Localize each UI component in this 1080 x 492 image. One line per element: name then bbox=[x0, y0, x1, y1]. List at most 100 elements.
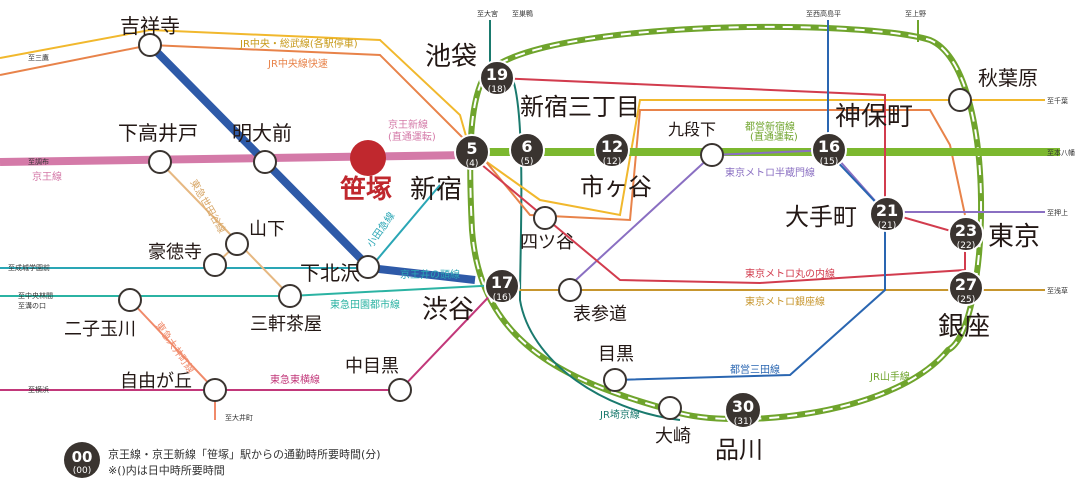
svg-text:至大宮: 至大宮 bbox=[477, 9, 498, 18]
svg-text:至成城学園前: 至成城学園前 bbox=[8, 263, 50, 272]
svg-text:(21): (21) bbox=[878, 221, 896, 231]
label-line-yamanote: JR山手線 bbox=[869, 370, 910, 383]
marker-ikebukuro[interactable]: 19 (18) bbox=[479, 60, 515, 96]
dot-sasazuka-origin[interactable] bbox=[350, 140, 386, 176]
legend: 00 (00) 京王線・京王新線「笹塚」駅からの通勤時所要時間(分) ※()内は… bbox=[64, 442, 381, 478]
dot-osaki[interactable] bbox=[658, 396, 682, 420]
dot-shimotakaido[interactable] bbox=[148, 150, 172, 174]
dot-kichijoji[interactable] bbox=[138, 33, 162, 57]
svg-text:至三鷹: 至三鷹 bbox=[28, 53, 49, 62]
label-kichijoji: 吉祥寺 bbox=[120, 14, 180, 38]
yamanote-line bbox=[467, 23, 984, 423]
svg-text:17: 17 bbox=[491, 273, 513, 292]
svg-text:至浅草: 至浅草 bbox=[1047, 286, 1068, 295]
label-jimbocho: 神保町 bbox=[835, 102, 913, 132]
label-yotsuya: 四ツ谷 bbox=[520, 232, 574, 253]
svg-text:至押上: 至押上 bbox=[1047, 208, 1068, 217]
dot-futakotamagawa[interactable] bbox=[118, 288, 142, 312]
dot-nakameguro[interactable] bbox=[388, 378, 412, 402]
marker-shibuya[interactable]: 17 (16) bbox=[484, 268, 520, 304]
label-futakotamagawa: 二子玉川 bbox=[64, 319, 136, 340]
saikyo-line bbox=[495, 65, 681, 421]
label-line-inokashira: 京王井の頭線 bbox=[400, 268, 460, 281]
label-line-keio-new: 京王新線 bbox=[388, 118, 428, 131]
svg-text:23: 23 bbox=[955, 221, 977, 240]
dot-meguro[interactable] bbox=[603, 368, 627, 392]
line-mita bbox=[614, 20, 886, 381]
line-marunouchi bbox=[469, 77, 966, 285]
svg-text:至大井町: 至大井町 bbox=[225, 413, 253, 422]
svg-text:6: 6 bbox=[521, 137, 532, 156]
label-meidaimae: 明大前 bbox=[232, 121, 292, 145]
label-line-keio-new-sub: (直通運転) bbox=[388, 130, 436, 143]
line-chuo-local bbox=[0, 28, 1045, 217]
label-nakameguro: 中目黒 bbox=[345, 356, 399, 377]
station-dots bbox=[118, 33, 972, 420]
marker-tokyo[interactable]: 23 (22) bbox=[948, 216, 984, 252]
legend-line-2: ※()内は日中時所要時間 bbox=[108, 463, 225, 477]
svg-text:19: 19 bbox=[486, 65, 508, 84]
dot-kudanshita[interactable] bbox=[700, 143, 724, 167]
svg-text:至千葉: 至千葉 bbox=[1047, 96, 1068, 105]
svg-text:12: 12 bbox=[601, 137, 623, 156]
label-line-ginza: 東京メトロ銀座線 bbox=[745, 295, 825, 308]
label-yamashita: 山下 bbox=[249, 219, 285, 240]
label-line-chuo-rapid: JR中央線快速 bbox=[267, 57, 328, 70]
marker-shinagawa[interactable]: 30 (31) bbox=[724, 391, 762, 429]
label-line-oimachi: 東急大井町線 bbox=[153, 319, 198, 376]
label-shinagawa: 品川 bbox=[715, 436, 763, 464]
label-line-denentoshi: 東急田園都市線 bbox=[330, 298, 400, 311]
label-shibuya: 渋谷 bbox=[422, 295, 474, 325]
label-line-mita: 都営三田線 bbox=[730, 363, 780, 376]
label-tokyo: 東京 bbox=[988, 222, 1040, 252]
line-oimachi bbox=[129, 299, 216, 420]
svg-text:(15): (15) bbox=[820, 157, 838, 167]
dot-akihabara[interactable] bbox=[948, 88, 972, 112]
label-line-odakyu: 小田急線 bbox=[364, 209, 398, 249]
line-inokashira bbox=[0, 184, 441, 269]
dot-gotokuji[interactable] bbox=[203, 253, 227, 277]
dot-omotesando[interactable] bbox=[558, 278, 582, 302]
svg-text:(31): (31) bbox=[734, 417, 752, 427]
label-omotesando: 表参道 bbox=[573, 304, 627, 325]
svg-text:至上野: 至上野 bbox=[905, 9, 926, 18]
marker-shinjuku-sanchome[interactable]: 6 (5) bbox=[509, 132, 545, 168]
label-line-hanzomon: 東京メトロ半蔵門線 bbox=[725, 166, 815, 179]
dot-yotsuya[interactable] bbox=[533, 206, 557, 230]
label-ikebukuro: 池袋 bbox=[425, 42, 477, 72]
label-akihabara: 秋葉原 bbox=[978, 66, 1038, 90]
label-line-setagaya: 東急世田谷線 bbox=[187, 177, 228, 235]
label-meguro: 目黒 bbox=[598, 344, 634, 365]
legend-line-1: 京王線・京王新線「笹塚」駅からの通勤時所要時間(分) bbox=[108, 447, 381, 461]
marker-otemachi[interactable]: 21 (21) bbox=[869, 196, 905, 232]
line-chuo-rapid bbox=[0, 43, 966, 222]
label-jiyugaoka: 自由が丘 bbox=[120, 371, 192, 392]
svg-text:27: 27 bbox=[955, 275, 977, 294]
dot-jiyugaoka[interactable] bbox=[203, 378, 227, 402]
svg-text:(4): (4) bbox=[466, 159, 479, 169]
label-line-keio: 京王線 bbox=[32, 170, 62, 183]
station-labels: 吉祥寺 下高井戸 明大前 笹塚 新宿 池袋 新宿三丁目 市ヶ谷 九段下 神保町 … bbox=[64, 14, 1040, 464]
marker-ichigaya[interactable]: 12 (12) bbox=[594, 132, 630, 168]
svg-text:21: 21 bbox=[876, 201, 898, 220]
svg-text:(16): (16) bbox=[493, 293, 511, 303]
legend-sub: (00) bbox=[73, 466, 91, 476]
dot-yamashita[interactable] bbox=[225, 232, 249, 256]
label-line-shinjuku-toei: 都営新宿線 bbox=[745, 120, 795, 133]
dot-meidaimae[interactable] bbox=[253, 150, 277, 174]
label-line-toyoko: 東急東横線 bbox=[270, 373, 320, 386]
marker-shinjuku[interactable]: 5 (4) bbox=[454, 134, 490, 170]
svg-text:至調布: 至調布 bbox=[28, 157, 49, 166]
marker-ginza[interactable]: 27 (25) bbox=[948, 270, 984, 306]
label-line-marunouchi: 東京メトロ丸の内線 bbox=[745, 267, 835, 280]
svg-text:(18): (18) bbox=[488, 85, 506, 95]
label-osaki: 大崎 bbox=[655, 426, 691, 447]
svg-text:(12): (12) bbox=[603, 157, 621, 167]
marker-jimbocho[interactable]: 16 (15) bbox=[811, 132, 847, 168]
label-gotokuji: 豪徳寺 bbox=[148, 242, 202, 263]
dot-shimokitazawa[interactable] bbox=[356, 255, 380, 279]
label-ichigaya: 市ヶ谷 bbox=[580, 173, 652, 201]
dot-sangenjaya[interactable] bbox=[278, 284, 302, 308]
